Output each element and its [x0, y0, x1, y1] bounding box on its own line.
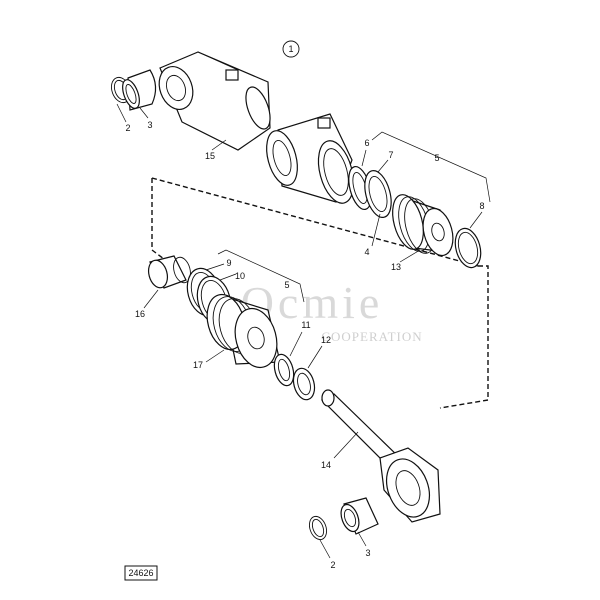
- callout-5-top: 5: [434, 153, 439, 163]
- assembly-dashed-lines: [151, 177, 489, 409]
- gland-13: [392, 194, 454, 257]
- callout-14: 14: [321, 460, 331, 470]
- callout-4: 4: [364, 247, 369, 257]
- view-number: 1: [288, 44, 293, 54]
- callout-13: 13: [391, 262, 401, 272]
- cylinder-tube: [266, 113, 355, 204]
- callout-labels: 2 3 15 6 7 5 8 4 13 9 10 5 16 17 11 12 1…: [125, 120, 484, 570]
- bracket-5-mid: [217, 249, 305, 303]
- bush-top: [122, 69, 157, 111]
- callout-12: 12: [321, 335, 331, 345]
- callout-2-bottom: 2: [330, 560, 335, 570]
- piston-rod-14: [320, 389, 441, 523]
- callout-8: 8: [479, 201, 484, 211]
- bush-16: [147, 255, 191, 289]
- watermark-subtitle: COOPERATION: [321, 329, 422, 344]
- seal-ring-11: [273, 353, 295, 387]
- bush-bottom: [340, 497, 379, 535]
- callout-5-mid: 5: [284, 280, 289, 290]
- callout-3-bottom: 3: [365, 548, 370, 558]
- callout-17: 17: [193, 360, 203, 370]
- drawing-code-box: 24626: [124, 565, 158, 581]
- bracket-5-top: [371, 131, 491, 203]
- callout-15: 15: [205, 151, 215, 161]
- callout-16: 16: [135, 309, 145, 319]
- callout-2-top: 2: [125, 123, 130, 133]
- seal-ring-12: [292, 367, 316, 401]
- callout-7: 7: [388, 150, 393, 160]
- cylinder-head-eye: [158, 51, 271, 151]
- circlip-bottom: [308, 515, 328, 541]
- callout-11: 11: [301, 320, 310, 330]
- view-number-badge: 1: [282, 40, 300, 58]
- callout-10: 10: [235, 271, 245, 281]
- callout-9: 9: [226, 258, 231, 268]
- o-ring-8: [454, 227, 482, 269]
- piston-17: [206, 293, 281, 369]
- callout-3-top: 3: [147, 120, 152, 130]
- leader-lines: [116, 103, 483, 559]
- seal-ring-7: [364, 170, 392, 218]
- drawing-code: 24626: [128, 568, 153, 578]
- callout-6: 6: [364, 138, 369, 148]
